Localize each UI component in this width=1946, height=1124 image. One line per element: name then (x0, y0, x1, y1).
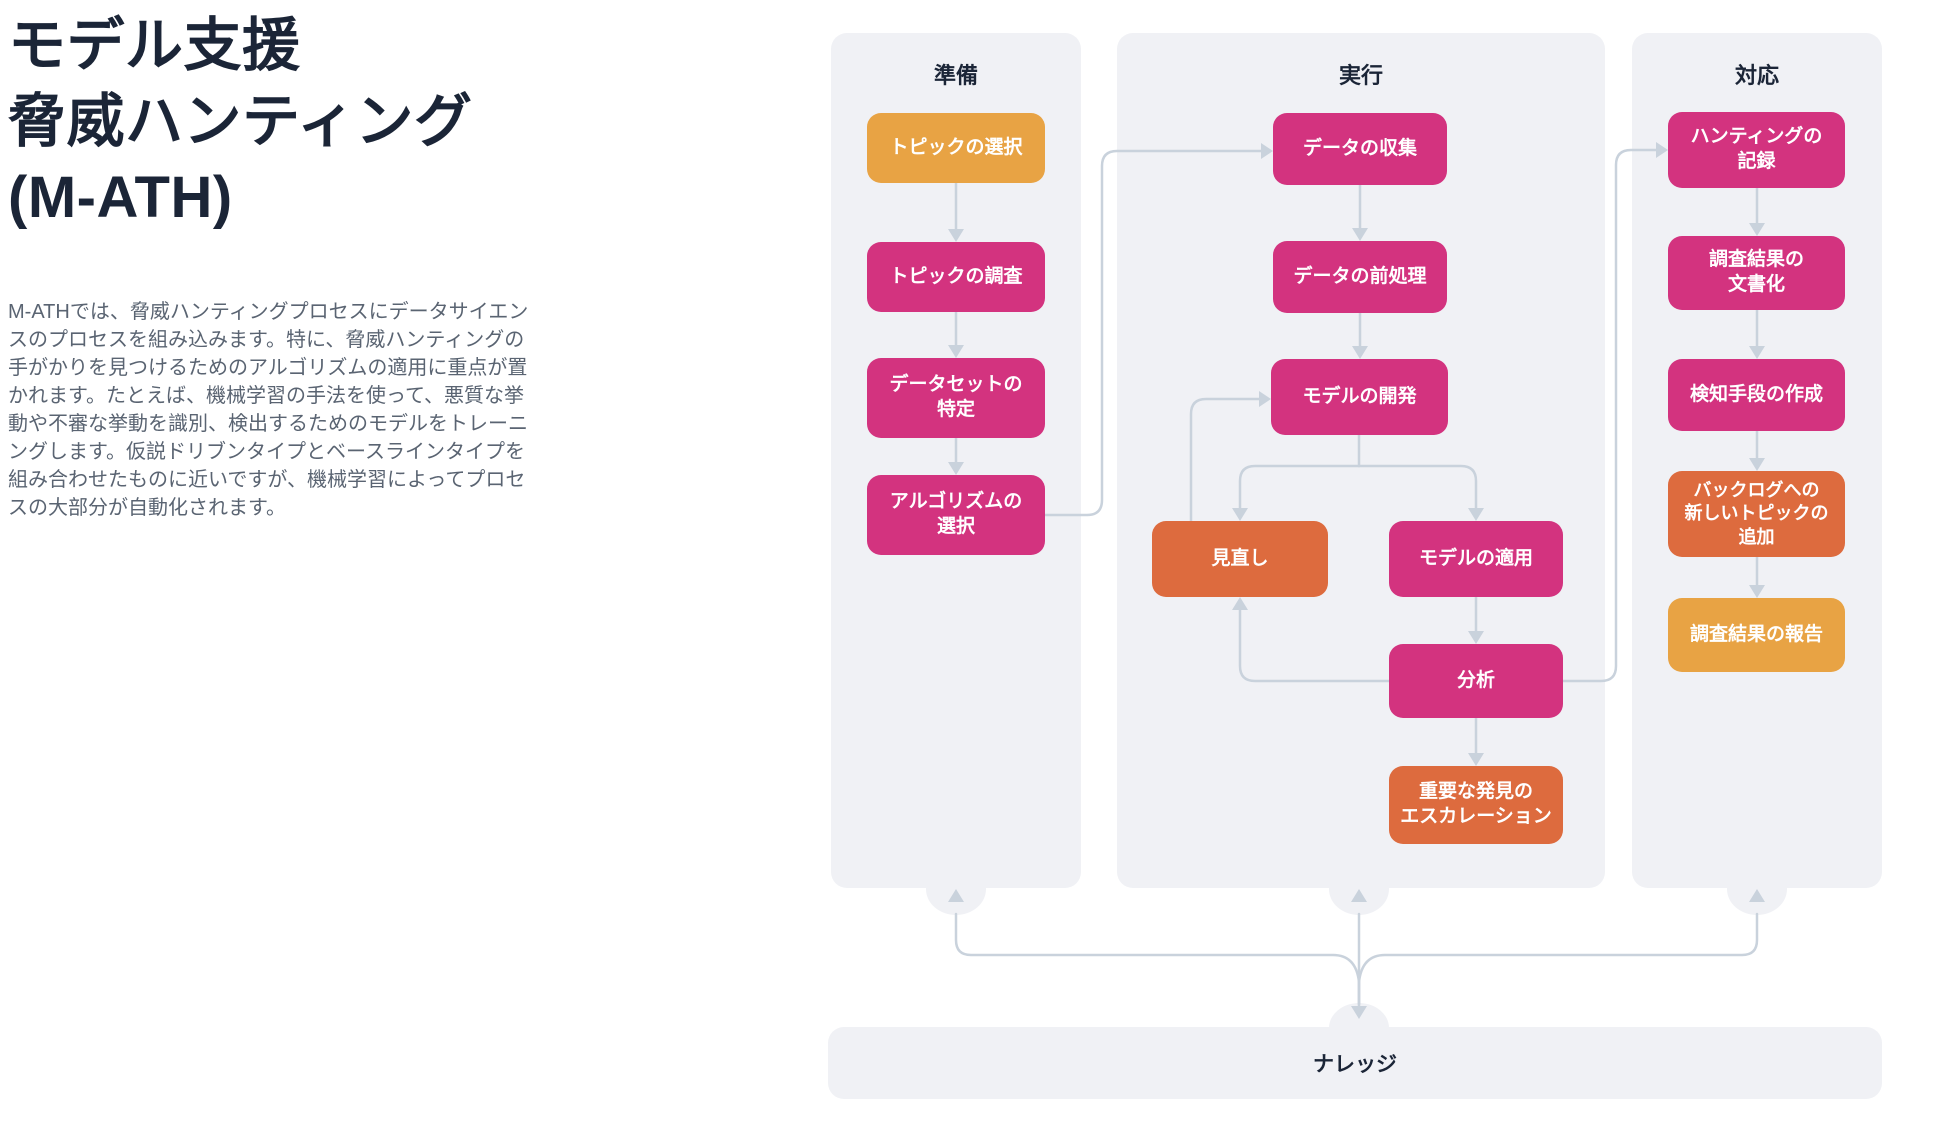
node-detection-creation: 検知手段の作成 (1668, 359, 1845, 431)
node-model-application: モデルの適用 (1389, 521, 1563, 597)
node-data-collection: データの収集 (1273, 113, 1447, 185)
node-analysis: 分析 (1389, 644, 1563, 718)
node-model-development: モデルの開発 (1271, 359, 1448, 435)
node-findings-reporting: 調査結果の報告 (1668, 598, 1845, 672)
bump-knowledge (1329, 1003, 1389, 1053)
node-review: 見直し (1152, 521, 1328, 597)
node-hunt-recording: ハンティングの 記録 (1668, 112, 1845, 188)
node-dataset-identification: データセットの 特定 (867, 358, 1045, 438)
column-header-response: 対応 (1734, 63, 1779, 88)
page-title: モデル支援 脅威ハンティング (M-ATH) (8, 13, 473, 230)
node-escalation: 重要な発見の エスカレーション (1389, 766, 1563, 844)
node-data-preprocessing: データの前処理 (1273, 241, 1447, 313)
column-header-preparation: 準備 (933, 63, 978, 88)
knowledge-label: ナレッジ (1313, 1053, 1397, 1076)
node-findings-documentation: 調査結果の 文書化 (1668, 236, 1845, 310)
column-header-execution: 実行 (1338, 63, 1383, 88)
node-algorithm-selection: アルゴリズムの 選択 (867, 475, 1045, 555)
page-description: M-ATHでは、脅威ハンティングプロセスにデータサイエンスのプロセスを組み込みま… (8, 301, 529, 519)
node-topic-selection: トピックの選択 (867, 113, 1045, 183)
node-topic-research: トピックの調査 (867, 242, 1045, 312)
node-backlog-addition: バックログへの 新しいトピックの 追加 (1668, 471, 1845, 557)
